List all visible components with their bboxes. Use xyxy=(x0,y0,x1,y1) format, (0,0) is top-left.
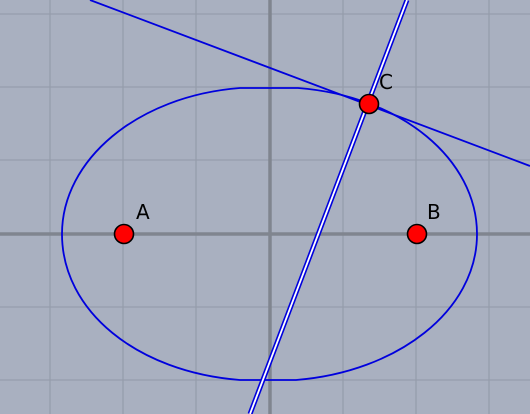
point-b-label: B xyxy=(427,200,441,224)
point-a-marker[interactable] xyxy=(113,223,135,245)
point-c-label: C xyxy=(379,70,393,94)
point-b[interactable]: B xyxy=(406,200,441,245)
point-c[interactable]: C xyxy=(358,70,393,115)
point-b-marker[interactable] xyxy=(406,223,428,245)
point-a-label: A xyxy=(136,200,150,224)
point-a[interactable]: A xyxy=(113,200,151,245)
tangent-line[interactable] xyxy=(89,0,530,167)
point-c-marker[interactable] xyxy=(358,93,380,115)
normal-line[interactable] xyxy=(247,0,410,414)
ellipse-curve[interactable] xyxy=(61,87,478,381)
